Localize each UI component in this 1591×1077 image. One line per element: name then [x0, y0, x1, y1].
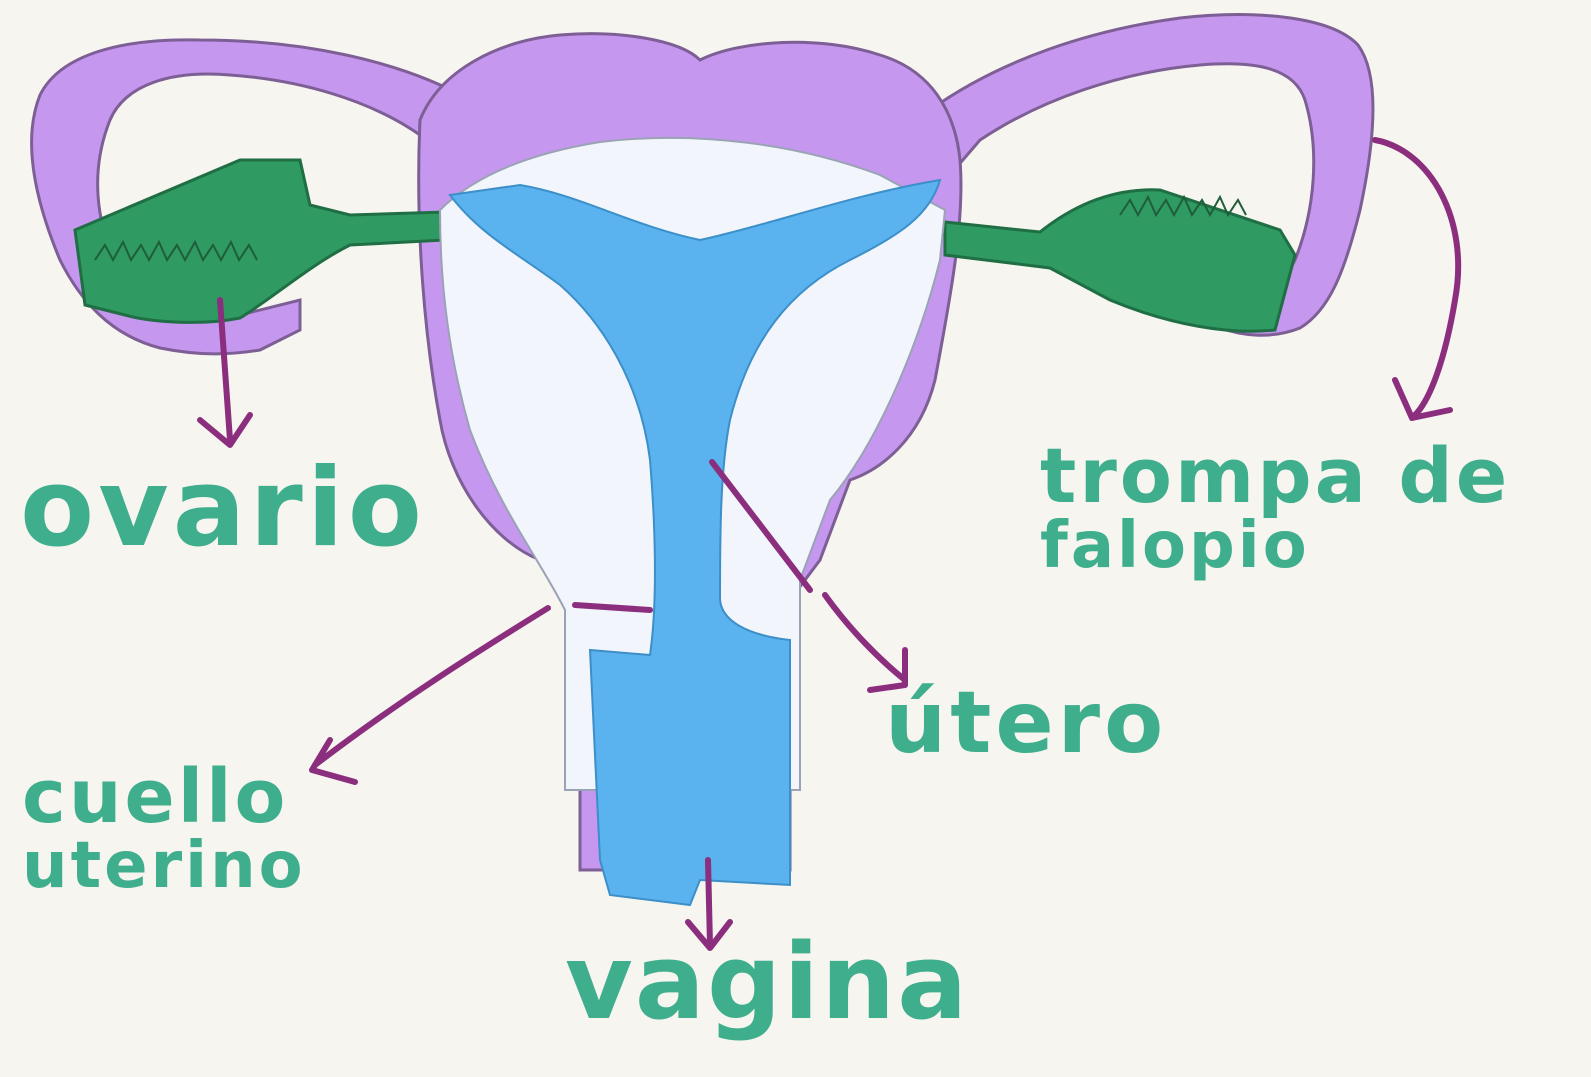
label-cuello-uterino: cuello uterino	[22, 760, 306, 898]
arrow-trompa	[1375, 140, 1458, 418]
label-cuello-line2: uterino	[22, 834, 306, 898]
label-utero: útero	[885, 680, 1167, 766]
label-trompa-line1: trompa de	[1040, 438, 1510, 514]
label-ovario: ovario	[20, 455, 426, 563]
label-trompa-line2: falopio	[1040, 514, 1510, 578]
label-vagina: vagina	[565, 930, 969, 1034]
left-ovary	[75, 160, 445, 322]
label-cuello-line1: cuello	[22, 760, 306, 834]
right-ovary	[945, 190, 1295, 331]
label-trompa-de-falopio: trompa de falopio	[1040, 438, 1510, 578]
